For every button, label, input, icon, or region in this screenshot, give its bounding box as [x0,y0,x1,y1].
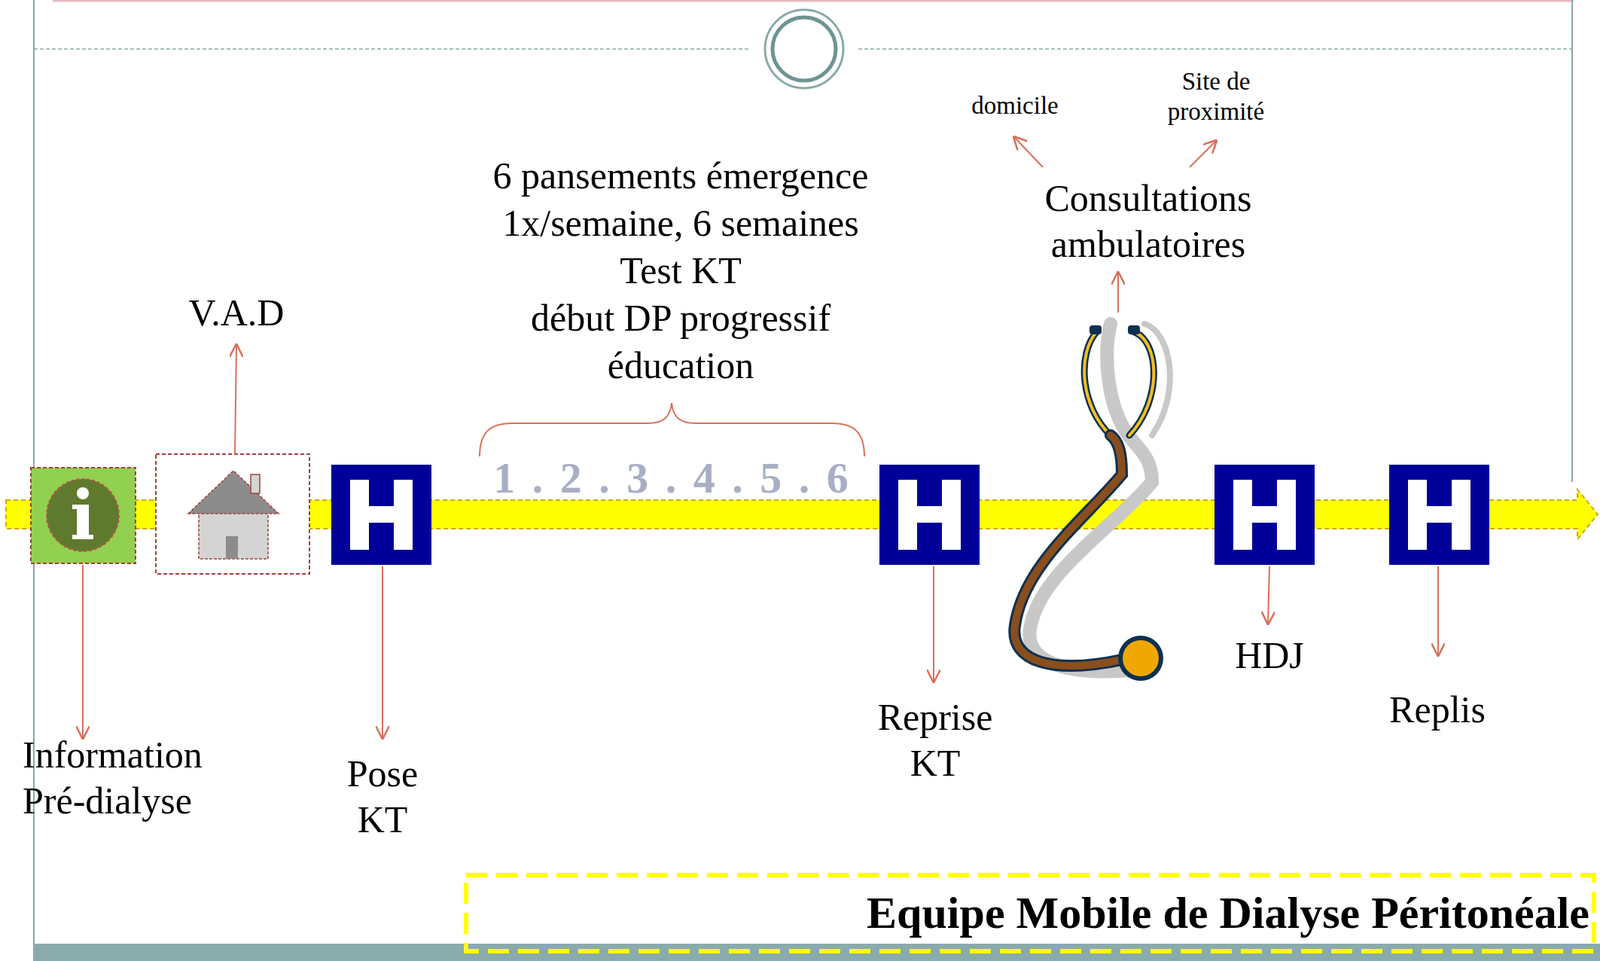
hospital-icon [1214,464,1315,565]
step-text: début DP progressif [530,295,831,342]
hospital-icon [879,464,980,565]
callout-label: Consultations ambulatoires [1044,175,1252,268]
brace [479,402,865,457]
callout-label: Information Pré-dialyse [22,731,203,824]
footer-box-outline [466,874,1594,951]
callout-label: Reprise KT [877,694,994,787]
callout-label: Replis [1389,686,1486,733]
hospital-icon [1389,464,1490,565]
leader-lines [82,137,1439,738]
hospital-icon [331,464,432,565]
place-label: domicile [971,90,1058,121]
footer-title: Equipe Mobile de Dialyse Péritonéale [866,886,1590,939]
step-text: 6 pansements émergence [493,152,869,199]
stethoscope [1014,323,1171,681]
callout-label: V.A.D [188,289,285,336]
header-circle [764,9,844,89]
step-text: éducation [607,342,754,389]
footer-box: Equipe Mobile de Dialyse Péritonéale [464,873,1596,953]
header-circle [772,17,836,81]
place-label: Site de proximité [1144,66,1288,128]
step-text: Test KT [619,247,742,294]
info-icon [30,467,136,564]
header-rule [33,48,750,50]
header-rule [858,48,1573,50]
week-numbers: 1 . 2 . 3 . 4 . 5 . 6 [476,451,869,506]
callout-label: Pose KT [347,750,418,843]
frame-line [1571,0,1573,482]
top-rule [52,0,1574,3]
house-icon [155,454,310,574]
callout-label: HDJ [1234,632,1305,679]
step-text: 1x/semaine, 6 semaines [502,200,860,247]
